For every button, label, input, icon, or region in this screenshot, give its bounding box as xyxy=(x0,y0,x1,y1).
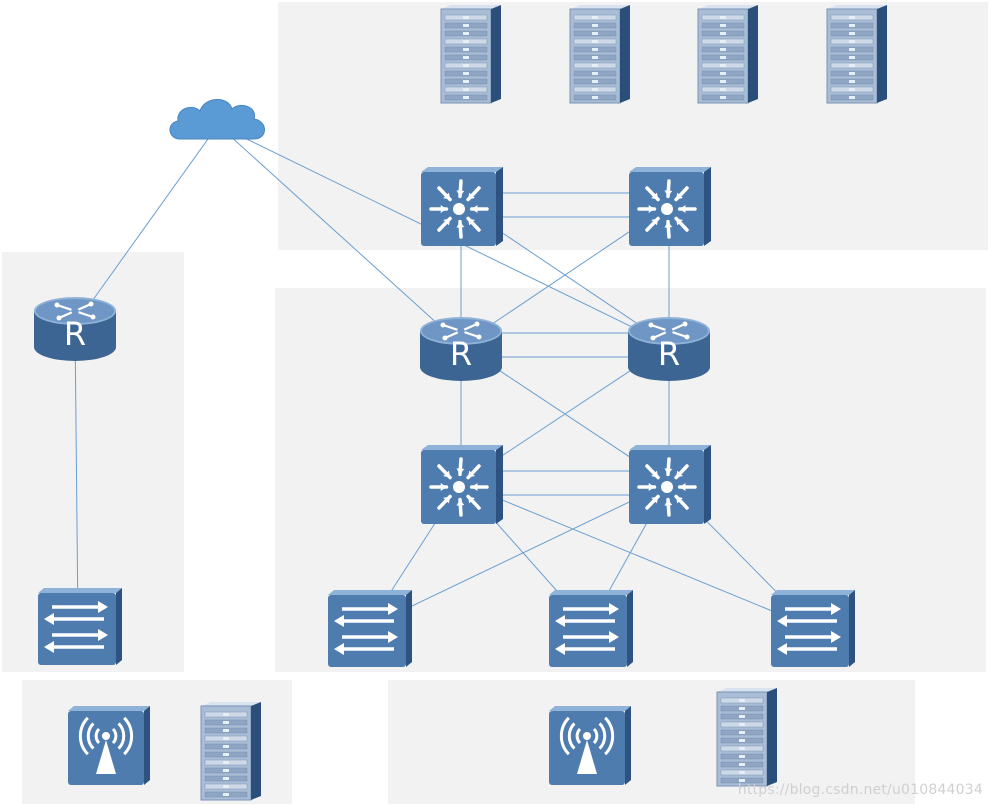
internet-cloud-cloud-icon xyxy=(169,99,265,140)
firewall-right-firewall-icon xyxy=(629,167,711,246)
remote-server-server-icon xyxy=(200,702,261,801)
link-remote-router-remote-access-switch xyxy=(74,324,79,626)
svg-text:R: R xyxy=(64,315,86,353)
svg-text:R: R xyxy=(450,335,472,373)
link-core-switch-left-access-switch-3 xyxy=(460,482,812,628)
svg-text:R: R xyxy=(658,335,680,373)
core-switch-right-firewall-icon xyxy=(629,445,711,524)
top-server-4-server-icon xyxy=(826,5,887,104)
firewall-left-firewall-icon xyxy=(421,167,503,246)
remote-router-router-icon: R xyxy=(34,297,116,361)
main-server-server-icon xyxy=(716,688,777,787)
top-server-2-server-icon xyxy=(569,5,630,104)
main-access-zone xyxy=(388,680,915,804)
core-router-left-router-icon: R xyxy=(420,317,502,381)
watermark-text: https://blog.csdn.net/u010844034 xyxy=(737,782,983,798)
core-router-right-router-icon: R xyxy=(628,317,710,381)
remote-ap-ap-icon xyxy=(68,706,150,785)
access-switch-3-switch-icon xyxy=(771,590,855,667)
top-server-3-server-icon xyxy=(697,5,758,104)
link-core-switch-right-access-switch-1 xyxy=(367,482,670,628)
remote-access-switch-switch-icon xyxy=(38,588,122,665)
core-switch-left-firewall-icon xyxy=(421,445,503,524)
access-switch-1-switch-icon xyxy=(328,590,412,667)
link-internet-cloud-remote-router xyxy=(74,124,219,326)
link-internet-cloud-core-router-left xyxy=(217,124,462,346)
access-switch-2-switch-icon xyxy=(549,590,633,667)
top-server-1-server-icon xyxy=(440,5,501,104)
main-ap-ap-icon xyxy=(549,706,631,785)
